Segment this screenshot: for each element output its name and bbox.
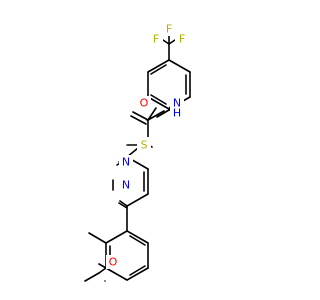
label-bg	[119, 155, 133, 169]
bond-zero-7	[147, 107, 157, 121]
bond-n-carbonyl	[147, 110, 165, 121]
fluorine-label: F	[179, 33, 185, 46]
ring-double-bond-to-n	[118, 202, 128, 209]
ring-double-bond	[150, 94, 167, 105]
ring-bond	[147, 96, 170, 110]
bond-ring-methoxy-o	[84, 272, 100, 282]
ring-bond-to-n	[119, 200, 128, 207]
nitrogen-label: N	[173, 97, 181, 110]
label-bg	[137, 137, 151, 153]
oxygen-label: O	[109, 256, 118, 269]
ring-double-bond	[129, 235, 146, 246]
molecule-structure: F F F O N H S N N O	[84, 22, 191, 282]
top-phenyl-ring	[147, 59, 191, 110]
label-bg	[149, 32, 163, 46]
bond-ring-o	[88, 232, 107, 244]
ring-bond	[105, 230, 128, 244]
ring-bond	[168, 59, 191, 73]
label-bg	[119, 178, 133, 192]
label-bg	[175, 32, 189, 46]
sulfur-label: S	[141, 139, 148, 152]
ring-double-bond	[150, 64, 167, 75]
bond-placeholder	[156, 109, 170, 118]
ring-bond	[105, 267, 128, 281]
bond-carbonyl-c-o	[132, 111, 149, 121]
label-bg	[170, 96, 184, 118]
label-bg	[161, 22, 177, 36]
oxygen-label: O	[140, 97, 149, 110]
nitrogen-label: N	[122, 156, 130, 169]
bond-ring-c-o	[98, 267, 107, 274]
ring-bond	[126, 193, 149, 207]
label-bg	[137, 96, 151, 110]
atom-labels: F F F O N H S N N O	[106, 22, 189, 269]
nitrogen-label: N	[122, 179, 130, 192]
ring-double-bond	[129, 265, 146, 276]
fluorine-label: F	[166, 23, 172, 36]
ring-bond	[126, 230, 149, 244]
label-bg	[106, 255, 120, 269]
fluorine-label: F	[153, 33, 159, 46]
bond-none-3	[98, 263, 107, 269]
ring-bond	[126, 267, 149, 281]
ring-bond	[147, 59, 170, 73]
bond-carbonyl-c-o-double	[130, 115, 147, 125]
hydrogen-label: H	[173, 107, 181, 120]
